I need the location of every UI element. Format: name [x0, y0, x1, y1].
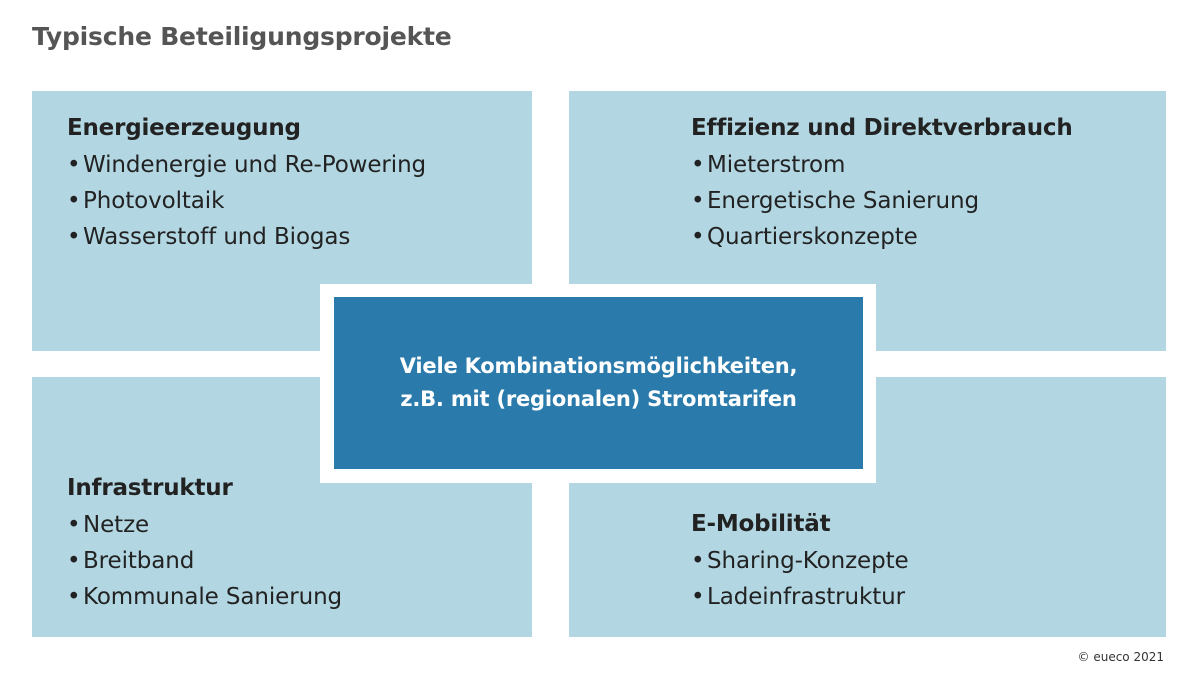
center-box: Viele Kombinationsmöglichkeiten, z.B. mi… [334, 297, 863, 469]
center-text-line: Viele Kombinationsmöglichkeiten, [399, 354, 798, 378]
quadrant-heading: Infrastruktur [67, 475, 233, 501]
copyright-notice: © eueco 2021 [1077, 650, 1164, 664]
quadrant-heading: Effizienz und Direktverbrauch [691, 115, 1073, 141]
center-text-line: z.B. mit (regionalen) Stromtarifen [400, 387, 797, 411]
quadrant-content: E-Mobilität Sharing-Konzepte Ladeinfrast… [691, 509, 909, 615]
list-item: Netze [67, 507, 342, 543]
list-item: Photovoltaik [67, 183, 426, 219]
page-title: Typische Beteiligungsprojekte [32, 22, 452, 51]
list-item: Windenergie und Re-Powering [67, 147, 426, 183]
list-item: Mieterstrom [691, 147, 1073, 183]
quadrant-content: Infrastruktur Netze Breitband Kommunale … [67, 473, 342, 615]
quadrant-heading: E-Mobilität [691, 511, 831, 537]
quadrant-energieerzeugung: Energieerzeugung Windenergie und Re-Powe… [32, 91, 532, 351]
list-item: Quartierskonzepte [691, 219, 1073, 255]
quadrant-heading: Energieerzeugung [67, 115, 301, 141]
item-list: Netze Breitband Kommunale Sanierung [67, 507, 342, 615]
list-item: Ladeinfrastruktur [691, 579, 909, 615]
item-list: Windenergie und Re-Powering Photovoltaik… [67, 147, 426, 255]
list-item: Energetische Sanierung [691, 183, 1073, 219]
quadrant-content: Effizienz und Direktverbrauch Mieterstro… [691, 113, 1073, 255]
list-item: Kommunale Sanierung [67, 579, 342, 615]
quadrant-content: Energieerzeugung Windenergie und Re-Powe… [67, 113, 426, 255]
item-list: Sharing-Konzepte Ladeinfrastruktur [691, 543, 909, 615]
list-item: Breitband [67, 543, 342, 579]
list-item: Sharing-Konzepte [691, 543, 909, 579]
item-list: Mieterstrom Energetische Sanierung Quart… [691, 147, 1073, 255]
list-item: Wasserstoff und Biogas [67, 219, 426, 255]
